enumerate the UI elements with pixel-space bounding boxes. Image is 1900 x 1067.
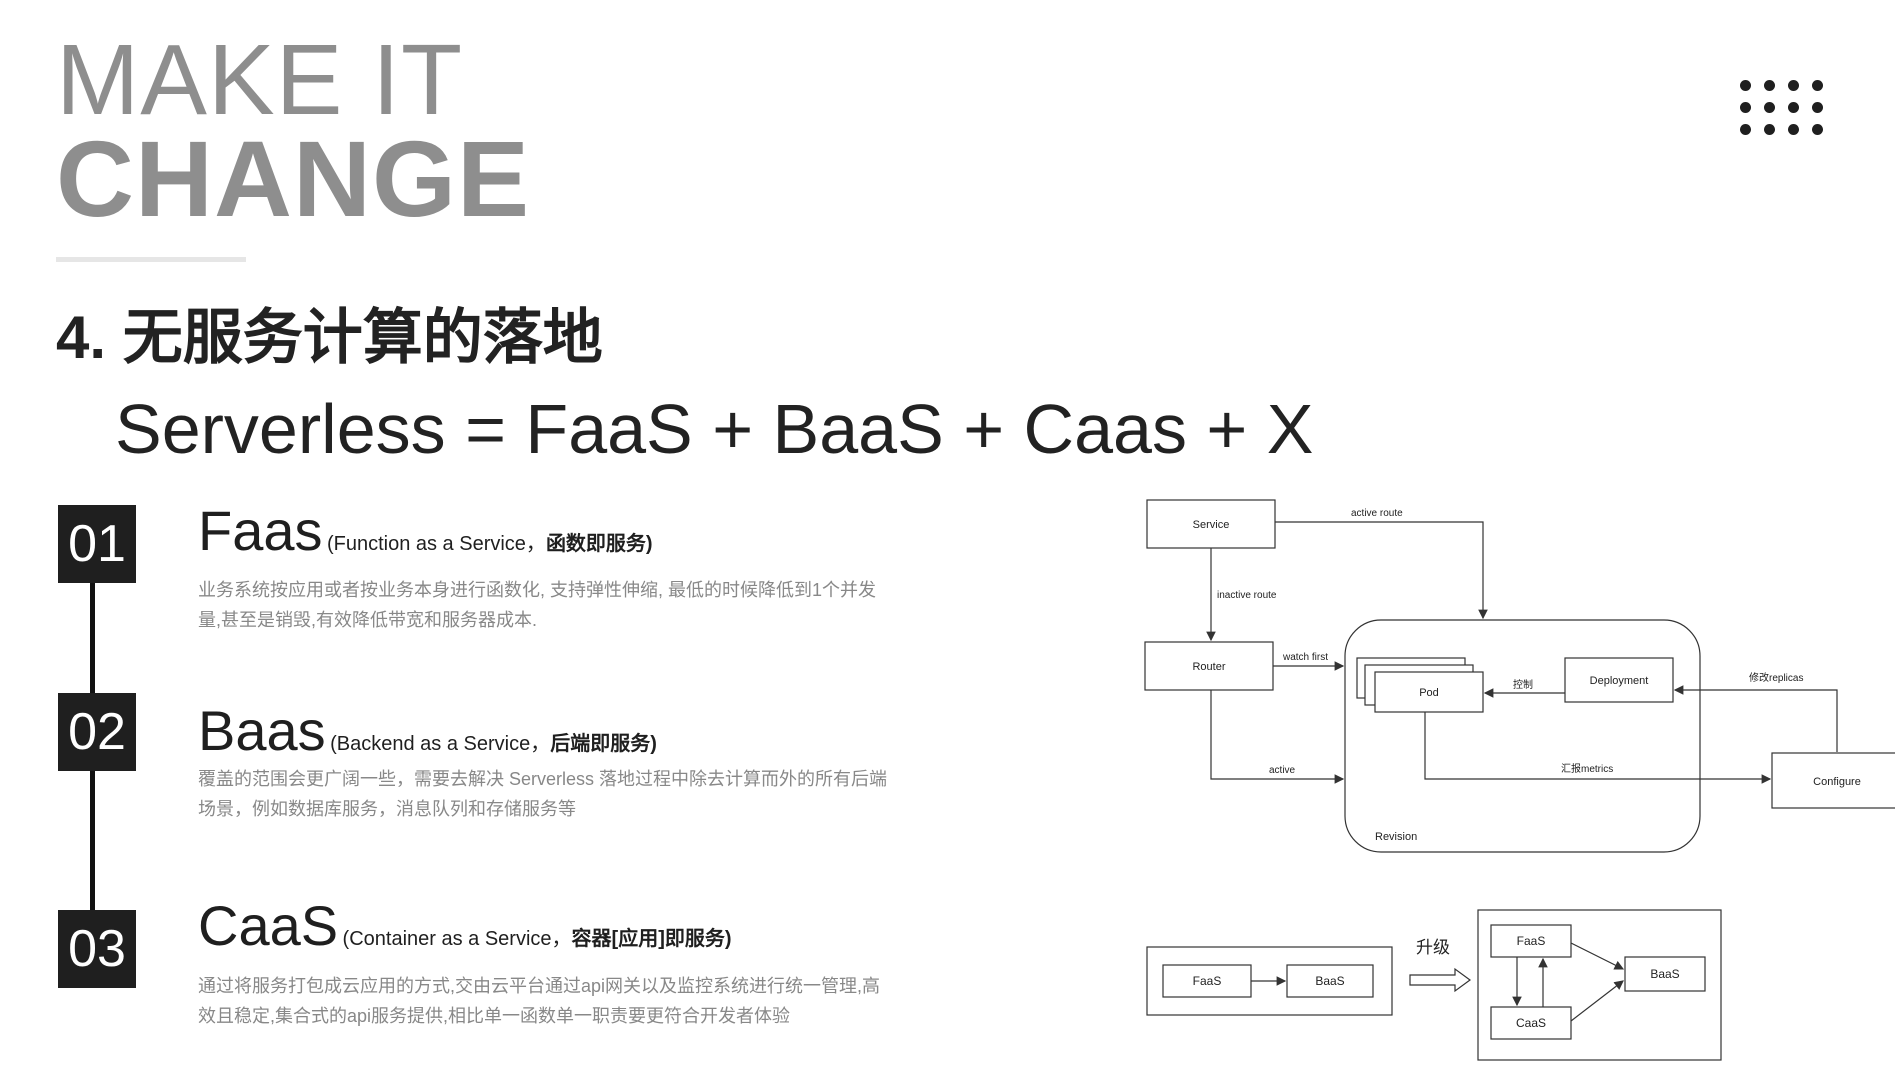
deployment-box — [1564, 657, 1674, 703]
section-title-caas: CaaS (Container as a Service，容器[应用]即服务) — [198, 893, 732, 958]
dots-menu-icon — [1740, 80, 1840, 140]
serverless-formula: Serverless = FaaS + BaaS + Caas + X — [115, 390, 1314, 468]
section-number-03: 03 — [58, 910, 136, 988]
baas-box-before — [1286, 964, 1374, 998]
baas-label-after: BaaS — [1650, 967, 1679, 981]
upgrade-label: 升级 — [1416, 938, 1450, 957]
brand-line-2: CHANGE — [56, 118, 531, 239]
section-title-text: Baas — [198, 699, 326, 762]
pod-box — [1374, 671, 1484, 713]
active-arrow — [1210, 690, 1345, 784]
upgrade-diagram: FaaS BaaS 升级 FaaS CaaS BaaS — [1146, 909, 1722, 1061]
baas-label-before: BaaS — [1315, 974, 1344, 988]
section-description: 业务系统按应用或者按业务本身进行函数化, 支持弹性伸缩, 最低的时候降低到1个并… — [198, 580, 877, 630]
active-route-arrow — [1275, 521, 1488, 620]
section-subtitle: (Container as a Service，容器[应用]即服务) — [342, 928, 732, 950]
caas-label-after: CaaS — [1516, 1016, 1546, 1030]
section-title-faas: Faas (Function as a Service，函数即服务) — [198, 498, 653, 563]
section-subtitle: (Function as a Service，函数即服务) — [326, 533, 653, 555]
faas-label-after: FaaS — [1517, 934, 1546, 948]
section-description: 通过将服务打包成云应用的方式,交由云平台通过api网关以及监控系统进行统一管理,… — [198, 976, 881, 1026]
inactive-route-label: inactive route — [1217, 590, 1277, 601]
service-label: Service — [1193, 519, 1230, 531]
serving-architecture-diagram: Service Router Pod Deployment Configure … — [1144, 499, 1895, 853]
caas-box-after — [1490, 1006, 1572, 1040]
router-label: Router — [1192, 661, 1225, 673]
section-subtitle: (Backend as a Service，后端即服务) — [330, 733, 657, 755]
faas-box-before — [1162, 964, 1252, 998]
section-number-02: 02 — [58, 693, 136, 771]
section-title-baas: Baas (Backend as a Service，后端即服务) — [198, 698, 657, 763]
after-container — [1477, 909, 1722, 1061]
faas-label-before: FaaS — [1193, 974, 1222, 988]
caas-to-baas-arrow — [1570, 980, 1624, 1022]
section-description: 覆盖的范围会更广阔一些，需要去解决 Serverless 落地过程中除去计算而外… — [198, 769, 888, 819]
pod-label: Pod — [1419, 687, 1439, 699]
brand-line-1: MAKE IT — [56, 24, 464, 136]
modify-replicas-label: 修改replicas — [1749, 671, 1803, 684]
title-divider — [56, 257, 246, 262]
baas-box-after — [1624, 956, 1706, 992]
control-label: 控制 — [1513, 678, 1533, 691]
revision-box — [1344, 619, 1701, 853]
section-title-text: Faas — [198, 499, 323, 562]
section-title-text: CaaS — [198, 894, 339, 957]
active-label: active — [1269, 765, 1296, 776]
section-number-01: 01 — [58, 505, 136, 583]
router-box — [1144, 641, 1274, 691]
upgrade-arrow-icon — [1409, 967, 1472, 993]
revision-label: Revision — [1375, 831, 1417, 843]
report-metrics-arrow — [1424, 712, 1772, 784]
report-metrics-label: 汇报metrics — [1561, 762, 1613, 775]
before-container — [1146, 946, 1393, 1016]
configure-label: Configure — [1813, 776, 1861, 788]
watch-first-label: watch first — [1282, 652, 1328, 663]
modify-replicas-arrow — [1673, 685, 1838, 752]
configure-box — [1771, 752, 1895, 809]
faas-to-baas-after-arrow — [1570, 942, 1625, 970]
active-route-label: active route — [1351, 508, 1403, 519]
page-heading: 4. 无服务计算的落地 — [56, 304, 603, 371]
deployment-label: Deployment — [1590, 675, 1649, 687]
faas-box-after — [1490, 924, 1572, 958]
